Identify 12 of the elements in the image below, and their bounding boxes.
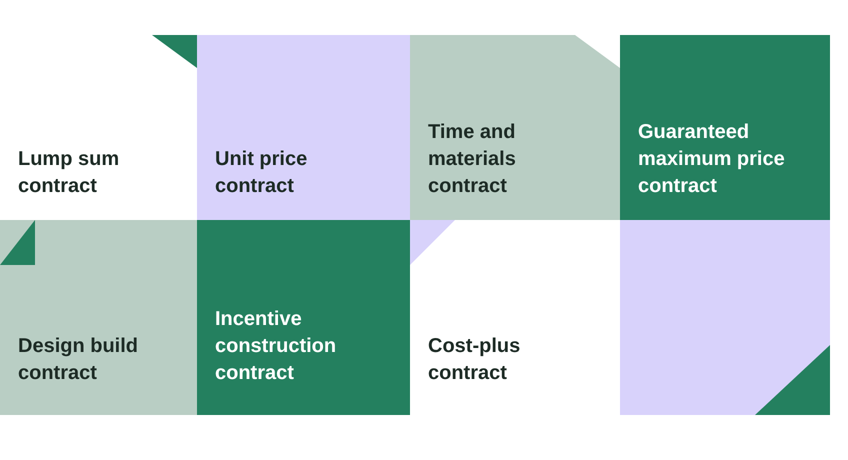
tile-label: Cost-plus contract bbox=[428, 334, 522, 386]
contract-tile bbox=[410, 35, 620, 220]
tile-label: Time and materials contract bbox=[428, 120, 517, 199]
tile-label: Guaranteed maximum price contract bbox=[638, 120, 786, 199]
tile-label: Unit price contract bbox=[215, 147, 308, 199]
contract-tile bbox=[0, 220, 197, 415]
contract-tile bbox=[197, 35, 410, 220]
tile-label: Lump sum contract bbox=[18, 147, 120, 199]
contract-tile bbox=[620, 35, 830, 220]
tile-label: Incentive construction contract bbox=[215, 307, 338, 386]
contract-tile bbox=[197, 220, 410, 415]
tile-label: Design build contract bbox=[18, 334, 139, 386]
